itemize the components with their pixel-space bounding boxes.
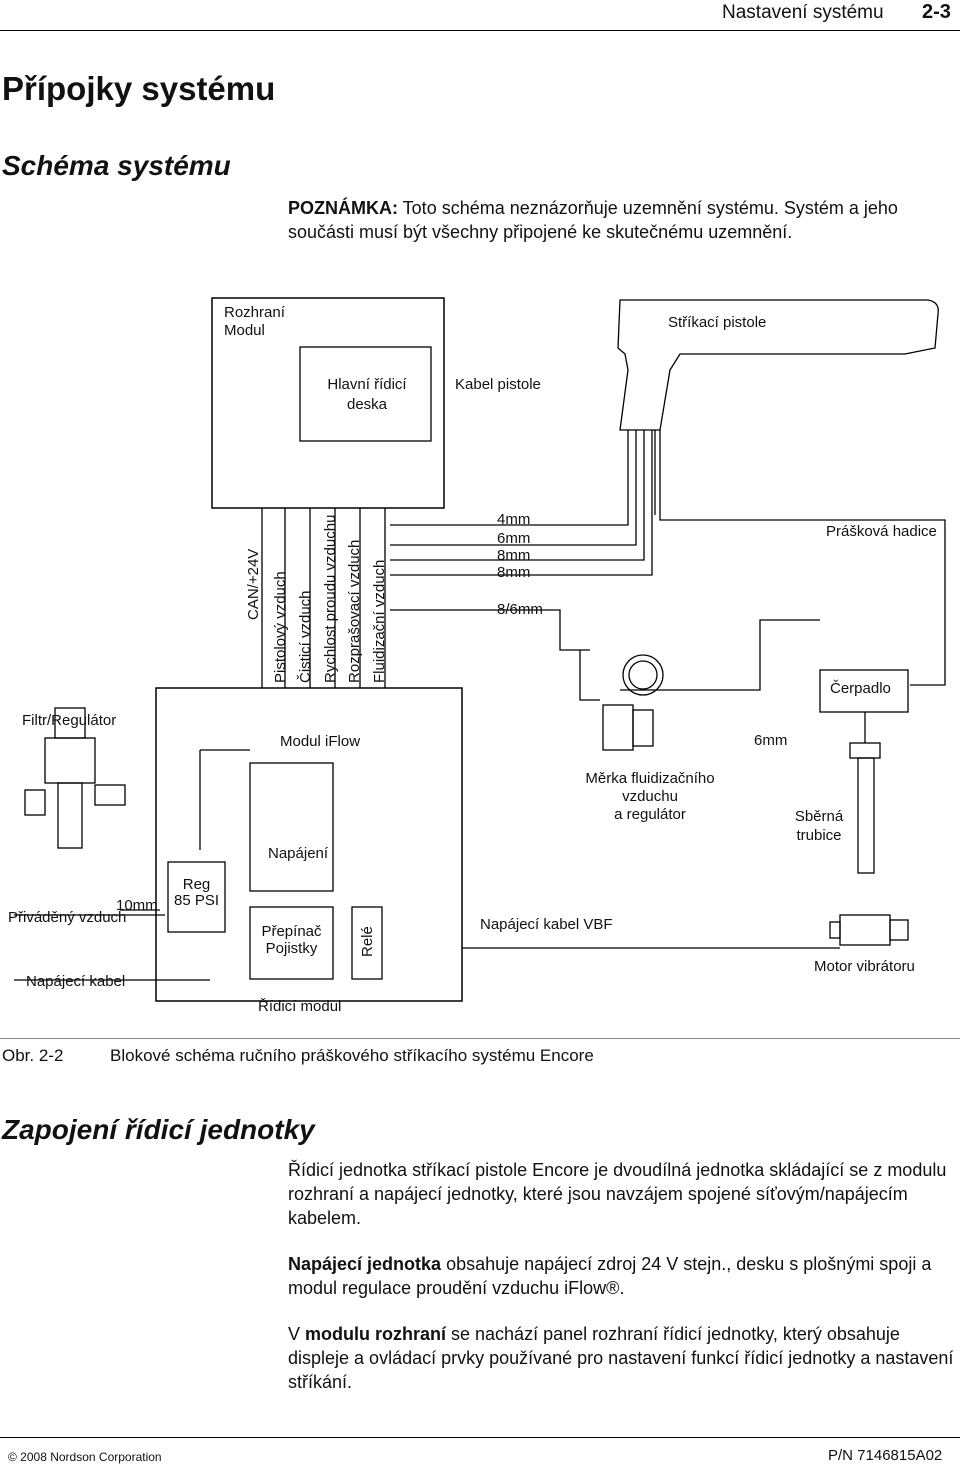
- label-pojistky: Pojistky: [265, 940, 318, 957]
- diagram-rule: [0, 1038, 960, 1039]
- note-text: Toto schéma neznázorňuje uzemnění systém…: [288, 198, 898, 242]
- label-rozprasovaci-vzduch: Rozprašovací vzduch: [346, 539, 363, 683]
- footer-part-number: P/N 7146815A02: [828, 1447, 943, 1464]
- figure-number: Obr. 2-2: [2, 1046, 64, 1065]
- section-heading-zapojeni: Zapojení řídicí jednotky: [2, 1114, 315, 1145]
- label-rozhrani-2: Modul: [224, 322, 265, 339]
- label-motor-vibratoru: Motor vibrátoru: [814, 958, 915, 975]
- system-diagram: Rozhraní Modul Stříkací pistole Hlavní ř…: [0, 290, 960, 1025]
- label-can-24v: CAN/+24V: [245, 548, 262, 620]
- label-napajeni: Napájení: [268, 845, 329, 862]
- footer-copyright: © 2008 Nordson Corporation: [8, 1450, 162, 1464]
- label-rele: Relé: [359, 926, 376, 957]
- label-cistici-vzduch: Čisticí vzduch: [297, 590, 314, 683]
- paragraph-3-text: se nachází panel rozhraní řídicí jednotk…: [288, 1324, 954, 1392]
- label-sberna-2: trubice: [796, 827, 842, 844]
- label-10mm: 10mm: [116, 897, 158, 914]
- diagram-lines: [14, 297, 946, 1002]
- label-filtr-regulator: Filtr/Regulátor: [22, 712, 117, 729]
- label-prepinac: Přepínač: [261, 923, 322, 940]
- page-number: 2-3: [922, 1, 951, 23]
- label-tube-8mm-b: 8mm: [497, 564, 531, 581]
- label-tube-8-6mm: 8/6mm: [497, 601, 543, 618]
- label-rozhrani-1: Rozhraní: [224, 304, 285, 321]
- note: POZNÁMKA: Toto schéma neznázorňuje uzemn…: [288, 196, 953, 244]
- label-napajeci-kabel-vbf: Napájecí kabel VBF: [480, 916, 613, 933]
- label-cerpadlo: Čerpadlo: [830, 680, 891, 697]
- label-modul-iflow: Modul iFlow: [280, 733, 361, 750]
- label-6mm: 6mm: [754, 732, 788, 749]
- label-ridici-modul: Řídicí modul: [258, 998, 342, 1015]
- label-tube-8mm-a: 8mm: [497, 547, 531, 564]
- label-tube-4mm: 4mm: [497, 511, 531, 528]
- regulator-icon: [602, 704, 634, 751]
- spray-gun-icon: [617, 299, 939, 431]
- label-kabel-pistole: Kabel pistole: [455, 376, 541, 393]
- paragraph-1: Řídicí jednotka stříkací pistole Encore …: [288, 1160, 947, 1228]
- paragraph-2-bold: Napájecí jednotka: [288, 1254, 442, 1274]
- paragraph-2: Napájecí jednotka obsahuje napájecí zdro…: [288, 1252, 958, 1300]
- label-tube-6mm: 6mm: [497, 530, 531, 547]
- label-merka-1: Měrka fluidizačního: [585, 770, 715, 787]
- label-rychlost-proudu: Rychlost proudu vzduchu: [322, 514, 339, 683]
- header-section: Nastavení systému: [722, 2, 884, 23]
- label-reg-2: 85 PSI: [173, 892, 220, 909]
- section-subtitle: Schéma systému: [2, 150, 231, 181]
- paragraph-3-pre: V: [288, 1324, 306, 1344]
- paragraph-3-bold: modulu rozhraní: [305, 1324, 447, 1344]
- label-hlavni-deska-1: Hlavní řídicí: [327, 376, 407, 393]
- label-reg-1: Reg: [182, 876, 211, 893]
- note-label: POZNÁMKA:: [288, 198, 398, 218]
- label-privadeny-vzduch: Přiváděný vzduch: [8, 909, 127, 926]
- label-praskova-hadice: Prášková hadice: [826, 523, 937, 540]
- label-sberna-1: Sběrná: [794, 808, 844, 825]
- footer-rule: [0, 1437, 960, 1438]
- label-merka-3: a regulátor: [614, 806, 686, 823]
- gauge-icon: [622, 654, 664, 696]
- paragraph-2-text: obsahuje napájecí zdroj 24 V stejn., des…: [288, 1254, 932, 1298]
- label-napajeci-kabel: Napájecí kabel: [26, 973, 126, 990]
- label-strikaci-pistole: Stříkací pistole: [668, 314, 767, 331]
- figure-caption: Blokové schéma ručního práškového stříka…: [110, 1046, 594, 1065]
- header-rule: [0, 30, 960, 31]
- label-hlavni-deska-2: deska: [346, 396, 388, 413]
- label-merka-2: vzduchu: [622, 788, 678, 805]
- label-fluidizacni-vzduch: Fluidizační vzduch: [371, 559, 388, 683]
- label-pistolovy-vzduch: Pistolový vzduch: [272, 571, 289, 683]
- page-title: Přípojky systému: [2, 70, 276, 107]
- paragraph-3: V modulu rozhraní se nachází panel rozhr…: [288, 1322, 958, 1394]
